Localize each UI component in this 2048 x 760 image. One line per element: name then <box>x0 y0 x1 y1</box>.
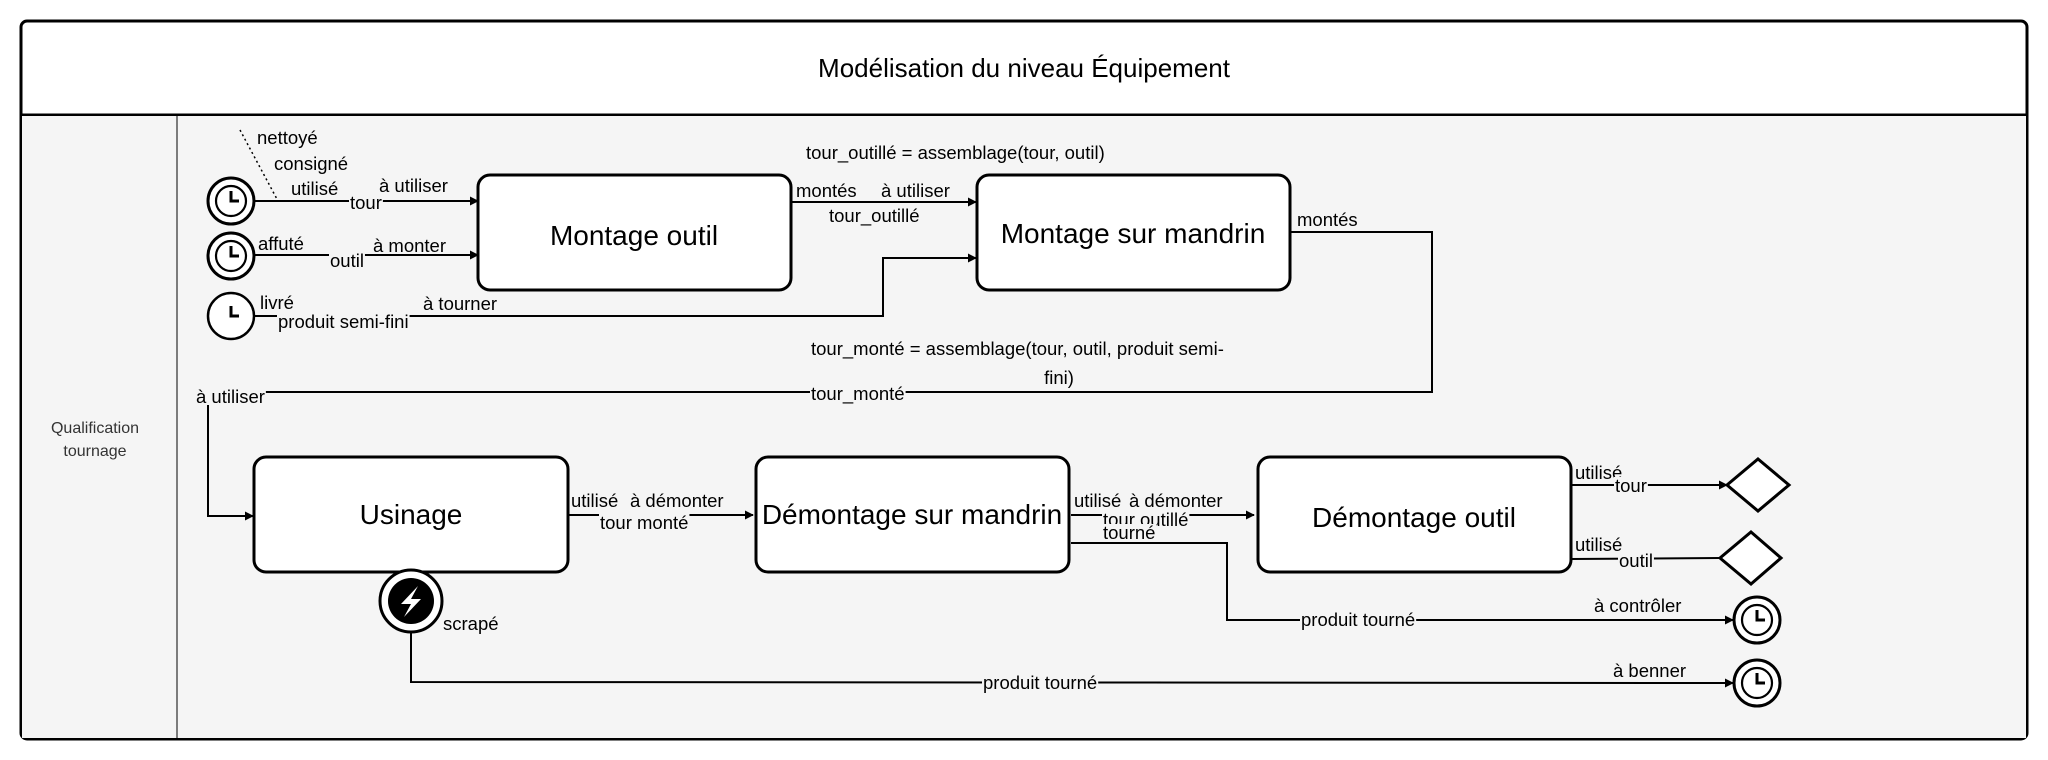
lane-title-line1: Qualification <box>51 420 139 437</box>
task-label: Usinage <box>360 499 463 530</box>
label-background <box>795 182 858 199</box>
label-scrape: scrapé <box>443 613 499 634</box>
annotation-tour-outille-formula: tour_outillé = assemblage(tour, outil) <box>806 142 1105 164</box>
label-usinage-a-demonter: à démonter <box>630 490 724 511</box>
label-background <box>1612 662 1688 679</box>
annotation-consigne: consigné <box>274 153 348 174</box>
label-background <box>1614 477 1648 494</box>
label-background <box>1574 464 1624 481</box>
lightning-icon <box>401 586 421 617</box>
label-usinage-utilise: utilisé <box>571 490 618 511</box>
label-background <box>1073 492 1123 509</box>
start-event-produit[interactable] <box>206 291 256 341</box>
label-background <box>880 182 951 199</box>
edge-produit-semi-fini[interactable] <box>253 253 977 317</box>
start-event-tour[interactable] <box>206 176 256 226</box>
task-usinage[interactable]: Usinage <box>252 455 570 574</box>
task-montage-outil[interactable]: Montage outil <box>476 173 793 292</box>
label-background <box>1618 552 1654 569</box>
label-tour: tour <box>350 192 382 213</box>
label-background <box>570 492 620 509</box>
label-outil: outil <box>330 250 364 271</box>
label-background <box>372 237 448 254</box>
label-a-benner: à benner <box>1613 660 1686 681</box>
edge-produit-tourne-controle[interactable] <box>1071 542 1734 625</box>
label-affute: affuté <box>258 233 304 254</box>
start-event-outil[interactable] <box>206 231 256 281</box>
gateway-tour[interactable] <box>1724 457 1792 513</box>
label-background <box>378 177 449 194</box>
task-montage-mandrin[interactable]: Montage sur mandrin <box>975 173 1292 292</box>
task-demontage-outil[interactable]: Démontage outil <box>1256 455 1573 574</box>
annotations: nettoyé consigné utilisé tour_outillé = … <box>257 127 1224 388</box>
label-montes-1: montés <box>796 180 857 201</box>
task-label: Montage outil <box>550 220 718 251</box>
annotation-tour-monte-formula-line1: tour_monté = assemblage(tour, outil, pro… <box>811 338 1224 360</box>
annotation-association <box>239 129 279 202</box>
annotation-utilise: utilisé <box>291 178 338 199</box>
end-event-benne[interactable] <box>1732 658 1782 708</box>
label-background <box>1102 524 1157 541</box>
annotation-tour-monte-formula-line2: fini) <box>1044 367 1074 388</box>
label-dm-a-demonter: à démonter <box>1129 490 1223 511</box>
label-background <box>828 207 921 225</box>
annotation-nettoye: nettoyé <box>257 127 318 148</box>
label-a-tourner: à tourner <box>423 293 497 314</box>
label-background <box>257 235 305 252</box>
label-tour-outille: tour_outillé <box>829 205 920 227</box>
label-dm-tourne: tourné <box>1103 522 1155 543</box>
label-dm-utilise: utilisé <box>1074 490 1121 511</box>
label-a-utiliser-2: à utiliser <box>881 180 950 201</box>
label-do-outil: outil <box>1619 550 1653 571</box>
label-do-utilise-2: utilisé <box>1575 534 1622 555</box>
label-background <box>1102 511 1190 528</box>
edge-labels: à utiliser tour affuté à monter outil li… <box>195 175 1688 693</box>
label-do-tour: tour <box>1615 475 1647 496</box>
task-label: Montage sur mandrin <box>1001 218 1266 249</box>
boundary-event-error[interactable] <box>378 568 444 634</box>
label-usinage-tour-monte: tour monté <box>600 512 688 533</box>
label-background <box>329 252 365 269</box>
label-a-utiliser-3: à utiliser <box>196 386 265 407</box>
label-background <box>1296 211 1359 228</box>
task-label: Démontage sur mandrin <box>762 499 1062 530</box>
label-background <box>1593 597 1683 614</box>
label-produit-tourne-2: produit tourné <box>983 672 1097 693</box>
label-a-monter: à monter <box>373 235 446 256</box>
task-demontage-mandrin[interactable]: Démontage sur mandrin <box>754 455 1071 574</box>
label-background <box>629 492 725 509</box>
label-background <box>277 313 410 330</box>
label-a-utiliser: à utiliser <box>379 175 448 196</box>
edge-produit-tourne-benne[interactable] <box>410 633 1734 688</box>
label-background <box>195 388 266 405</box>
label-background <box>442 615 500 632</box>
label-background <box>349 194 383 211</box>
label-background <box>599 514 690 531</box>
end-event-controle[interactable] <box>1732 595 1782 645</box>
lane-title-line2: tournage <box>63 443 126 460</box>
label-background <box>1128 492 1224 509</box>
pool-title: Modélisation du niveau Équipement <box>818 53 1231 83</box>
label-do-utilise-1: utilisé <box>1575 462 1622 483</box>
label-background <box>810 385 906 403</box>
label-background <box>1574 536 1624 553</box>
edges <box>207 129 1734 688</box>
label-montes-2: montés <box>1297 209 1358 230</box>
label-background <box>422 295 499 312</box>
label-a-controler: à contrôler <box>1594 595 1681 616</box>
label-produit-semi-fini: produit semi-fini <box>278 311 409 332</box>
label-background <box>1300 611 1417 628</box>
label-background <box>982 674 1099 691</box>
task-label: Démontage outil <box>1312 502 1516 533</box>
gateway-outil[interactable] <box>1717 530 1784 586</box>
label-livre: livré <box>260 292 294 313</box>
label-background <box>259 294 295 311</box>
timer-icon <box>229 306 239 318</box>
label-tour-monte: tour_monté <box>811 383 905 405</box>
label-produit-tourne-1: produit tourné <box>1301 609 1415 630</box>
